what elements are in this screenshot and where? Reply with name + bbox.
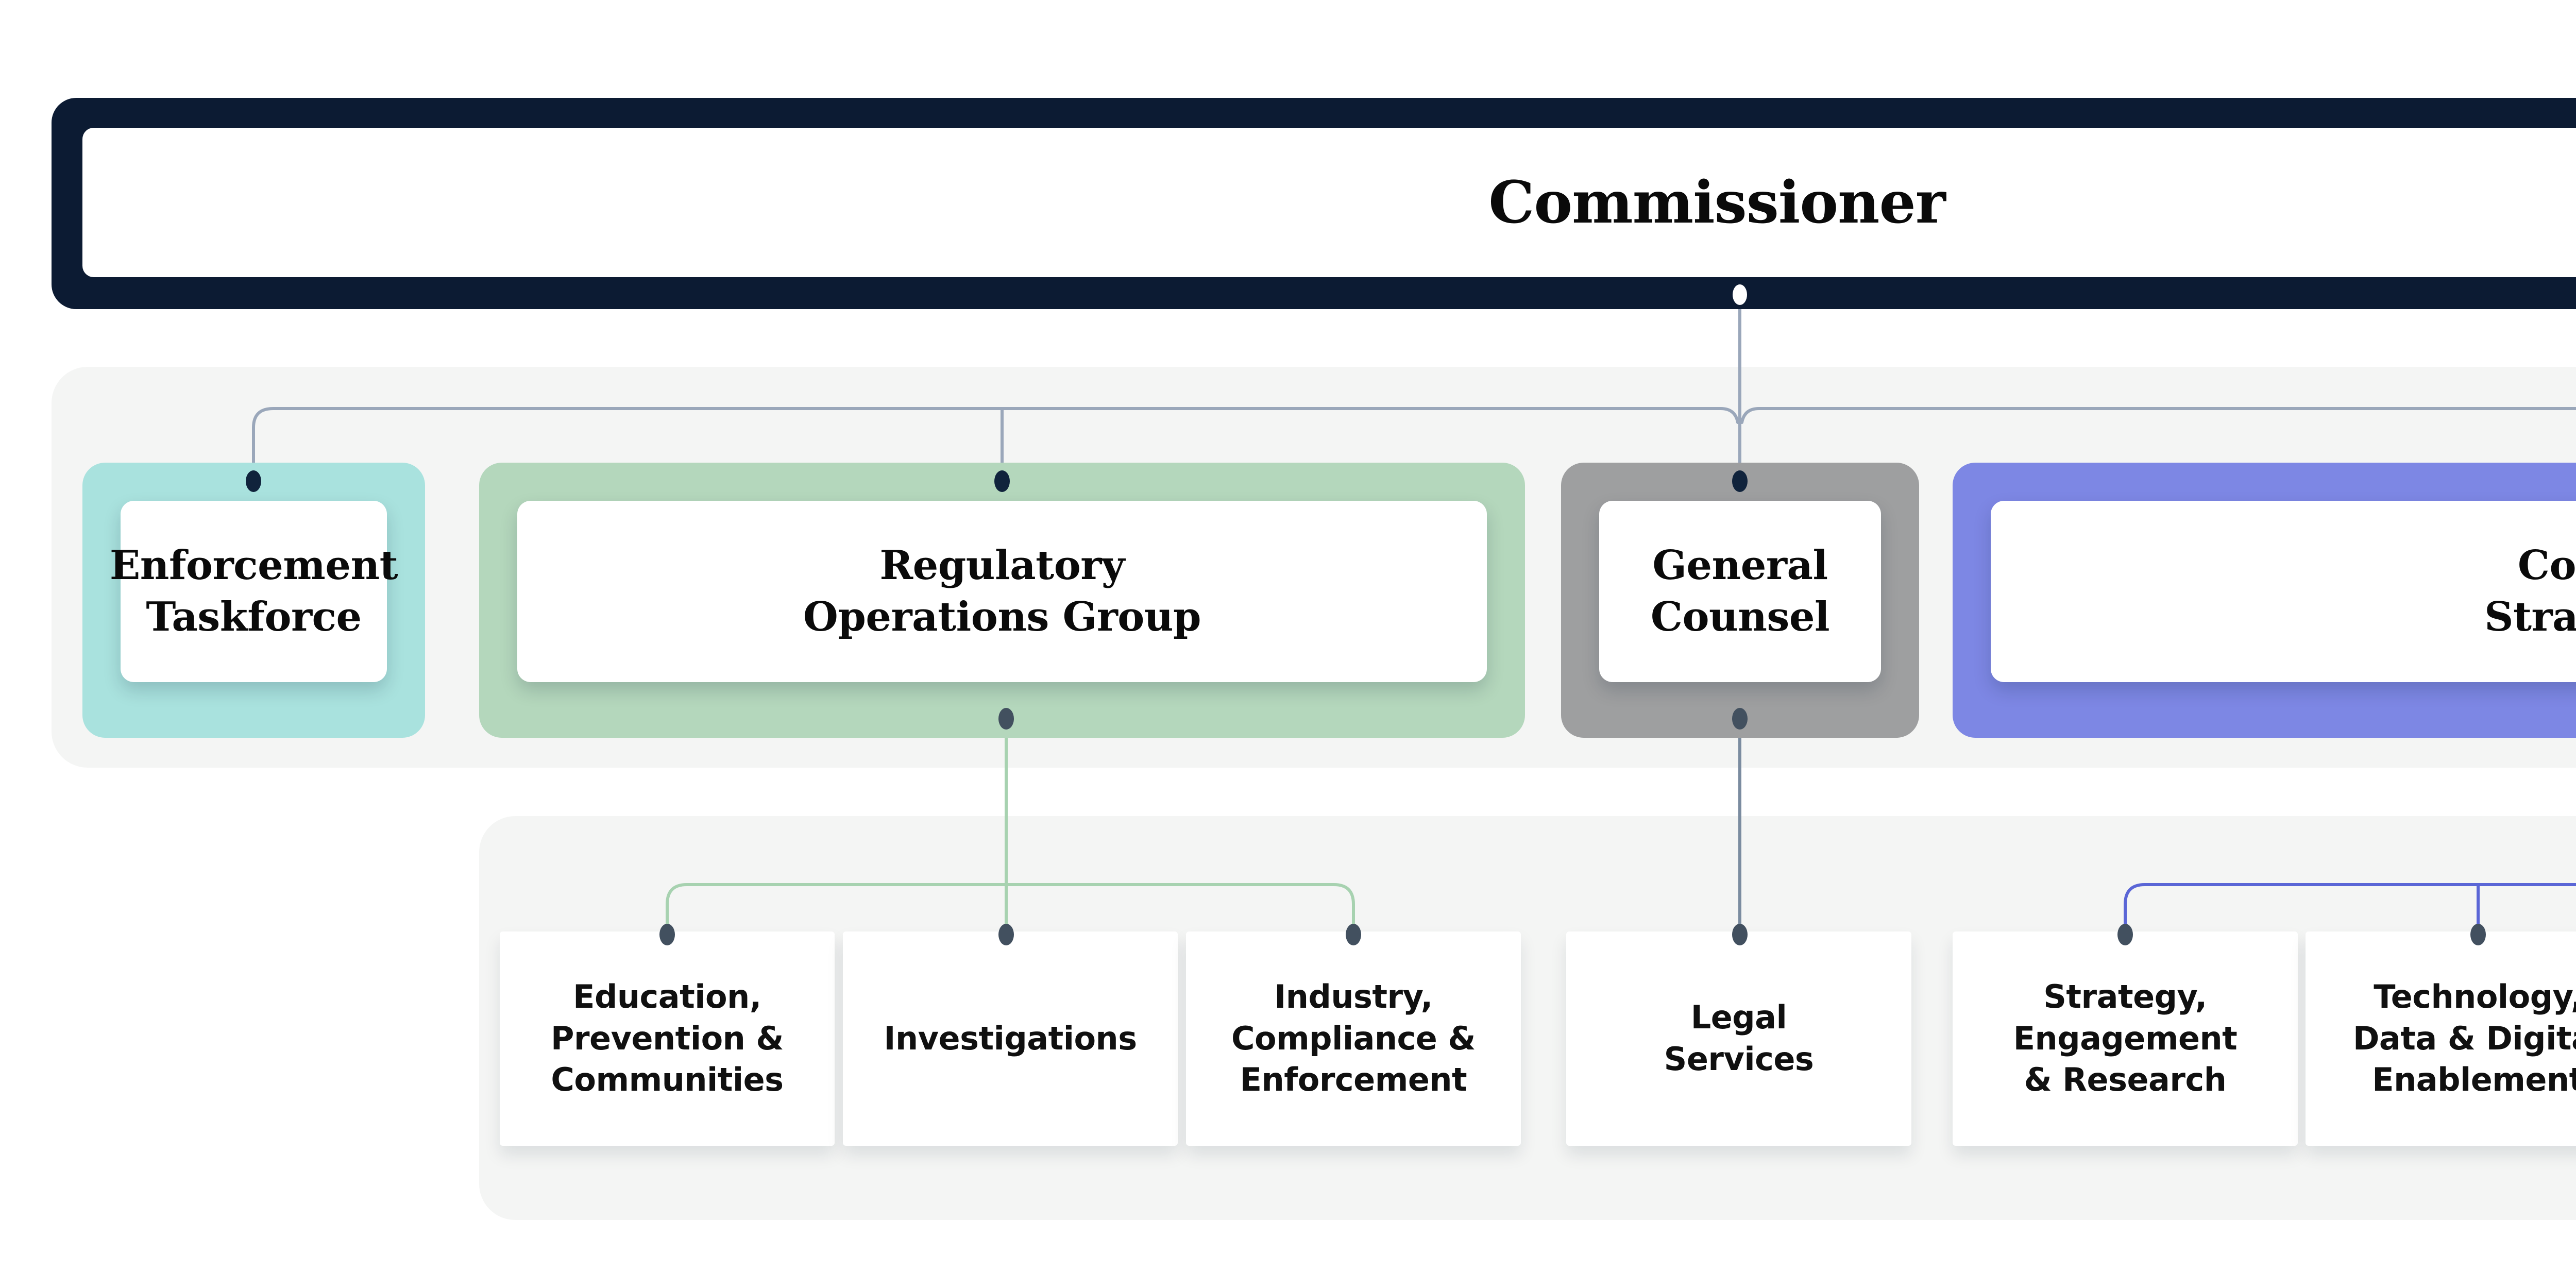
commissioner-label: Commissioner [1488, 168, 1945, 236]
org-box-regulatory-operations-group: Regulatory Operations Group [479, 463, 1525, 738]
org-box-education-prevention-communities: Education, Prevention & Communities [500, 931, 835, 1146]
technology-data-digital-enablement-label: Technology, Data & Digital Enablement [2352, 978, 2576, 1099]
org-box-corporate-strategy-group: Corporate & Strategy Group [1953, 463, 2576, 738]
org-box-legal-services: Legal Services [1566, 931, 1911, 1146]
regulatory-operations-inner-panel: Regulatory Operations Group [517, 501, 1487, 682]
org-box-commissioner: Commissioner [52, 98, 2576, 309]
commissioner-inner-panel: Commissioner [82, 128, 2576, 277]
enforcement-taskforce-inner-panel: Enforcement Taskforce [110, 501, 398, 682]
org-box-industry-compliance-enforcement: Industry, Compliance & Enforcement [1186, 931, 1521, 1146]
education-prevention-communities-label: Education, Prevention & Communities [551, 978, 784, 1099]
org-box-enforcement-taskforce: Enforcement Taskforce [82, 463, 425, 738]
org-box-investigations: Investigations [843, 931, 1178, 1146]
enforcement-taskforce-label: Enforcement Taskforce [109, 542, 398, 640]
investigations-label: Investigations [884, 1019, 1137, 1057]
legal-services-label: Legal Services [1664, 998, 1814, 1078]
org-box-general-counsel: General Counsel [1561, 463, 1919, 738]
strategy-engagement-research-label: Strategy, Engagement & Research [2013, 978, 2238, 1099]
industry-compliance-enforcement-label: Industry, Compliance & Enforcement [1231, 978, 1476, 1099]
corporate-strategy-label: Corporate & Strategy Group [2484, 542, 2576, 640]
corporate-strategy-inner-panel: Corporate & Strategy Group [1991, 501, 2576, 682]
regulatory-operations-label: Regulatory Operations Group [803, 542, 1201, 640]
org-box-strategy-engagement-research: Strategy, Engagement & Research [1953, 931, 2298, 1146]
general-counsel-label: General Counsel [1650, 542, 1830, 640]
general-counsel-inner-panel: General Counsel [1599, 501, 1881, 682]
org-box-technology-data-digital-enablement: Technology, Data & Digital Enablement [2306, 931, 2576, 1146]
